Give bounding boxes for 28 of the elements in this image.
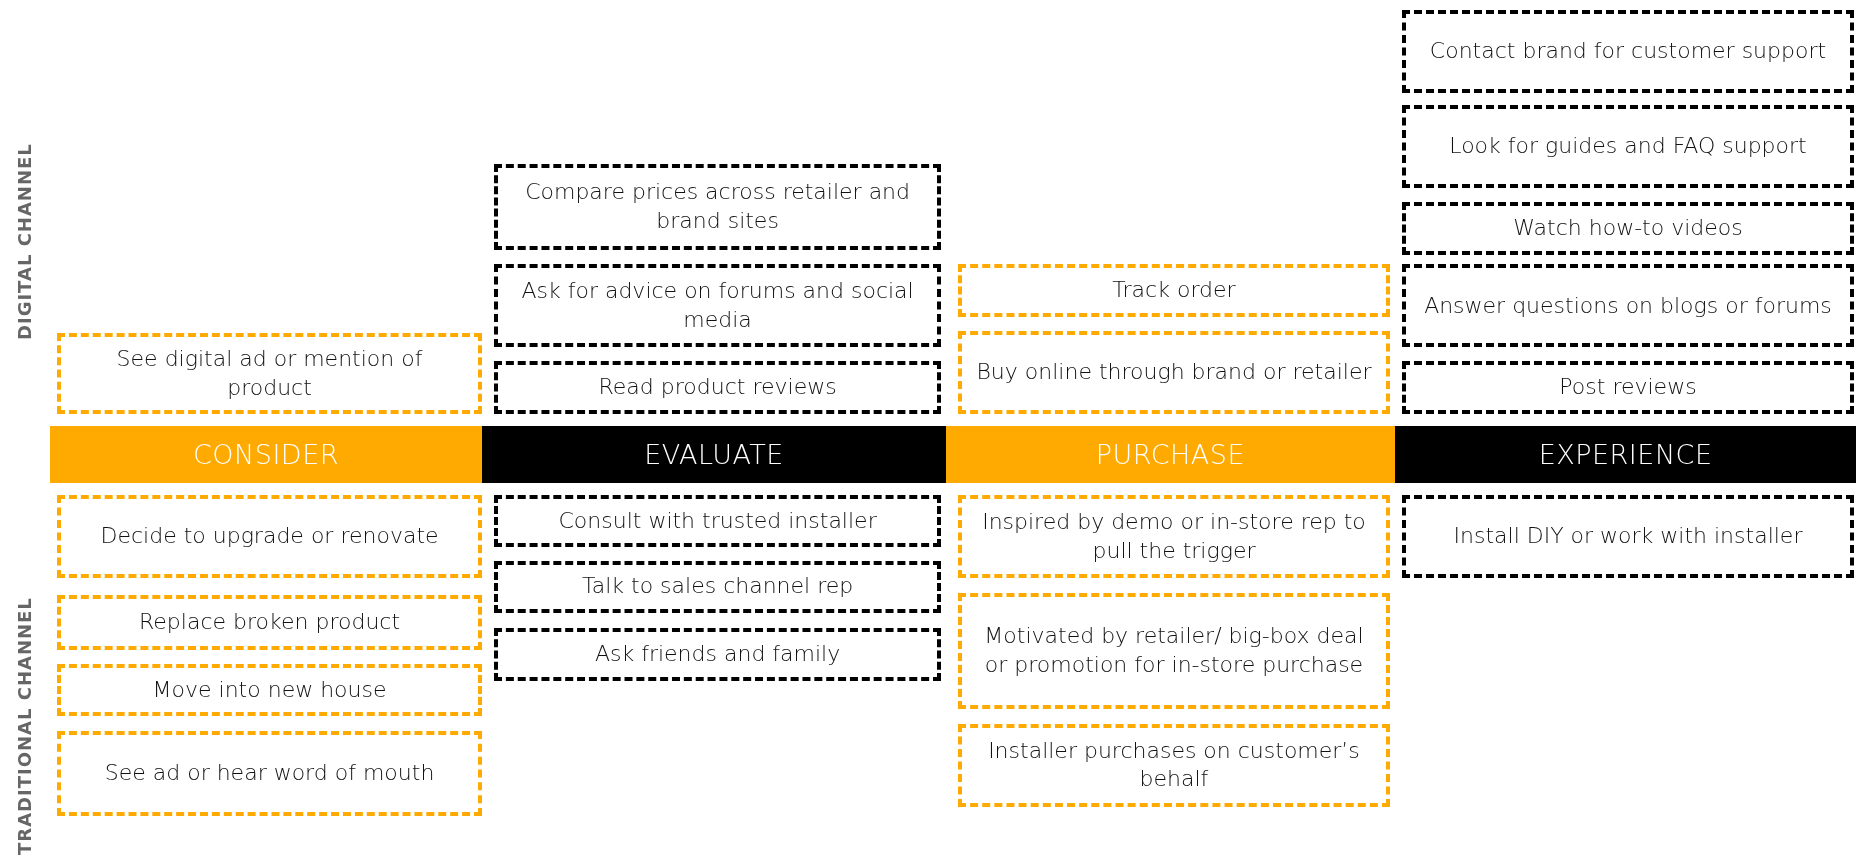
touchpoint-box: Consult with trusted installer: [493, 495, 942, 548]
channel-label: DIGITAL CHANNEL: [14, 143, 35, 340]
touchpoint-box: Look for guides and FAQ support: [1401, 104, 1855, 188]
touchpoint-box: Inspired by demo or in-store rep to pull the trigger: [958, 495, 1390, 579]
touchpoint-box: Move into new house: [57, 664, 482, 717]
stage-band: CONSIDER: [49, 426, 482, 484]
stage-band: EVALUATE: [481, 426, 947, 484]
touchpoint-box: See digital ad or mention of product: [57, 333, 482, 415]
touchpoint-box: Installer purchases on customer’s behalf: [958, 723, 1390, 807]
touchpoint-box: Install DIY or work with installer: [1401, 495, 1855, 579]
touchpoint-box: Compare prices across retailer and brand sites: [493, 164, 942, 250]
touchpoint-box: Watch how-to videos: [1401, 202, 1855, 255]
touchpoint-box: Track order: [958, 264, 1390, 317]
touchpoint-box: Ask for advice on forums and social media: [493, 264, 942, 348]
touchpoint-box: Contact brand for customer support: [1401, 9, 1855, 93]
touchpoint-box: Replace broken product: [57, 595, 482, 650]
touchpoint-box: Ask friends and family: [493, 628, 942, 681]
touchpoint-box: Post reviews: [1401, 360, 1855, 415]
touchpoint-box: Decide to upgrade or renovate: [57, 495, 482, 579]
stage-band: PURCHASE: [946, 426, 1395, 484]
channel-label: TRADITIONAL CHANNEL: [14, 597, 35, 855]
touchpoint-box: Motivated by retailer/ big-box deal or promotion for in-store purchase: [958, 592, 1390, 710]
touchpoint-box: Talk to sales channel rep: [493, 560, 942, 613]
stage-band: EXPERIENCE: [1394, 426, 1857, 484]
touchpoint-box: Buy online through brand or retailer: [958, 330, 1390, 415]
touchpoint-box: See ad or hear word of mouth: [57, 730, 482, 817]
touchpoint-box: Answer questions on blogs or forums: [1401, 264, 1855, 348]
touchpoint-box: Read product reviews: [493, 360, 942, 415]
